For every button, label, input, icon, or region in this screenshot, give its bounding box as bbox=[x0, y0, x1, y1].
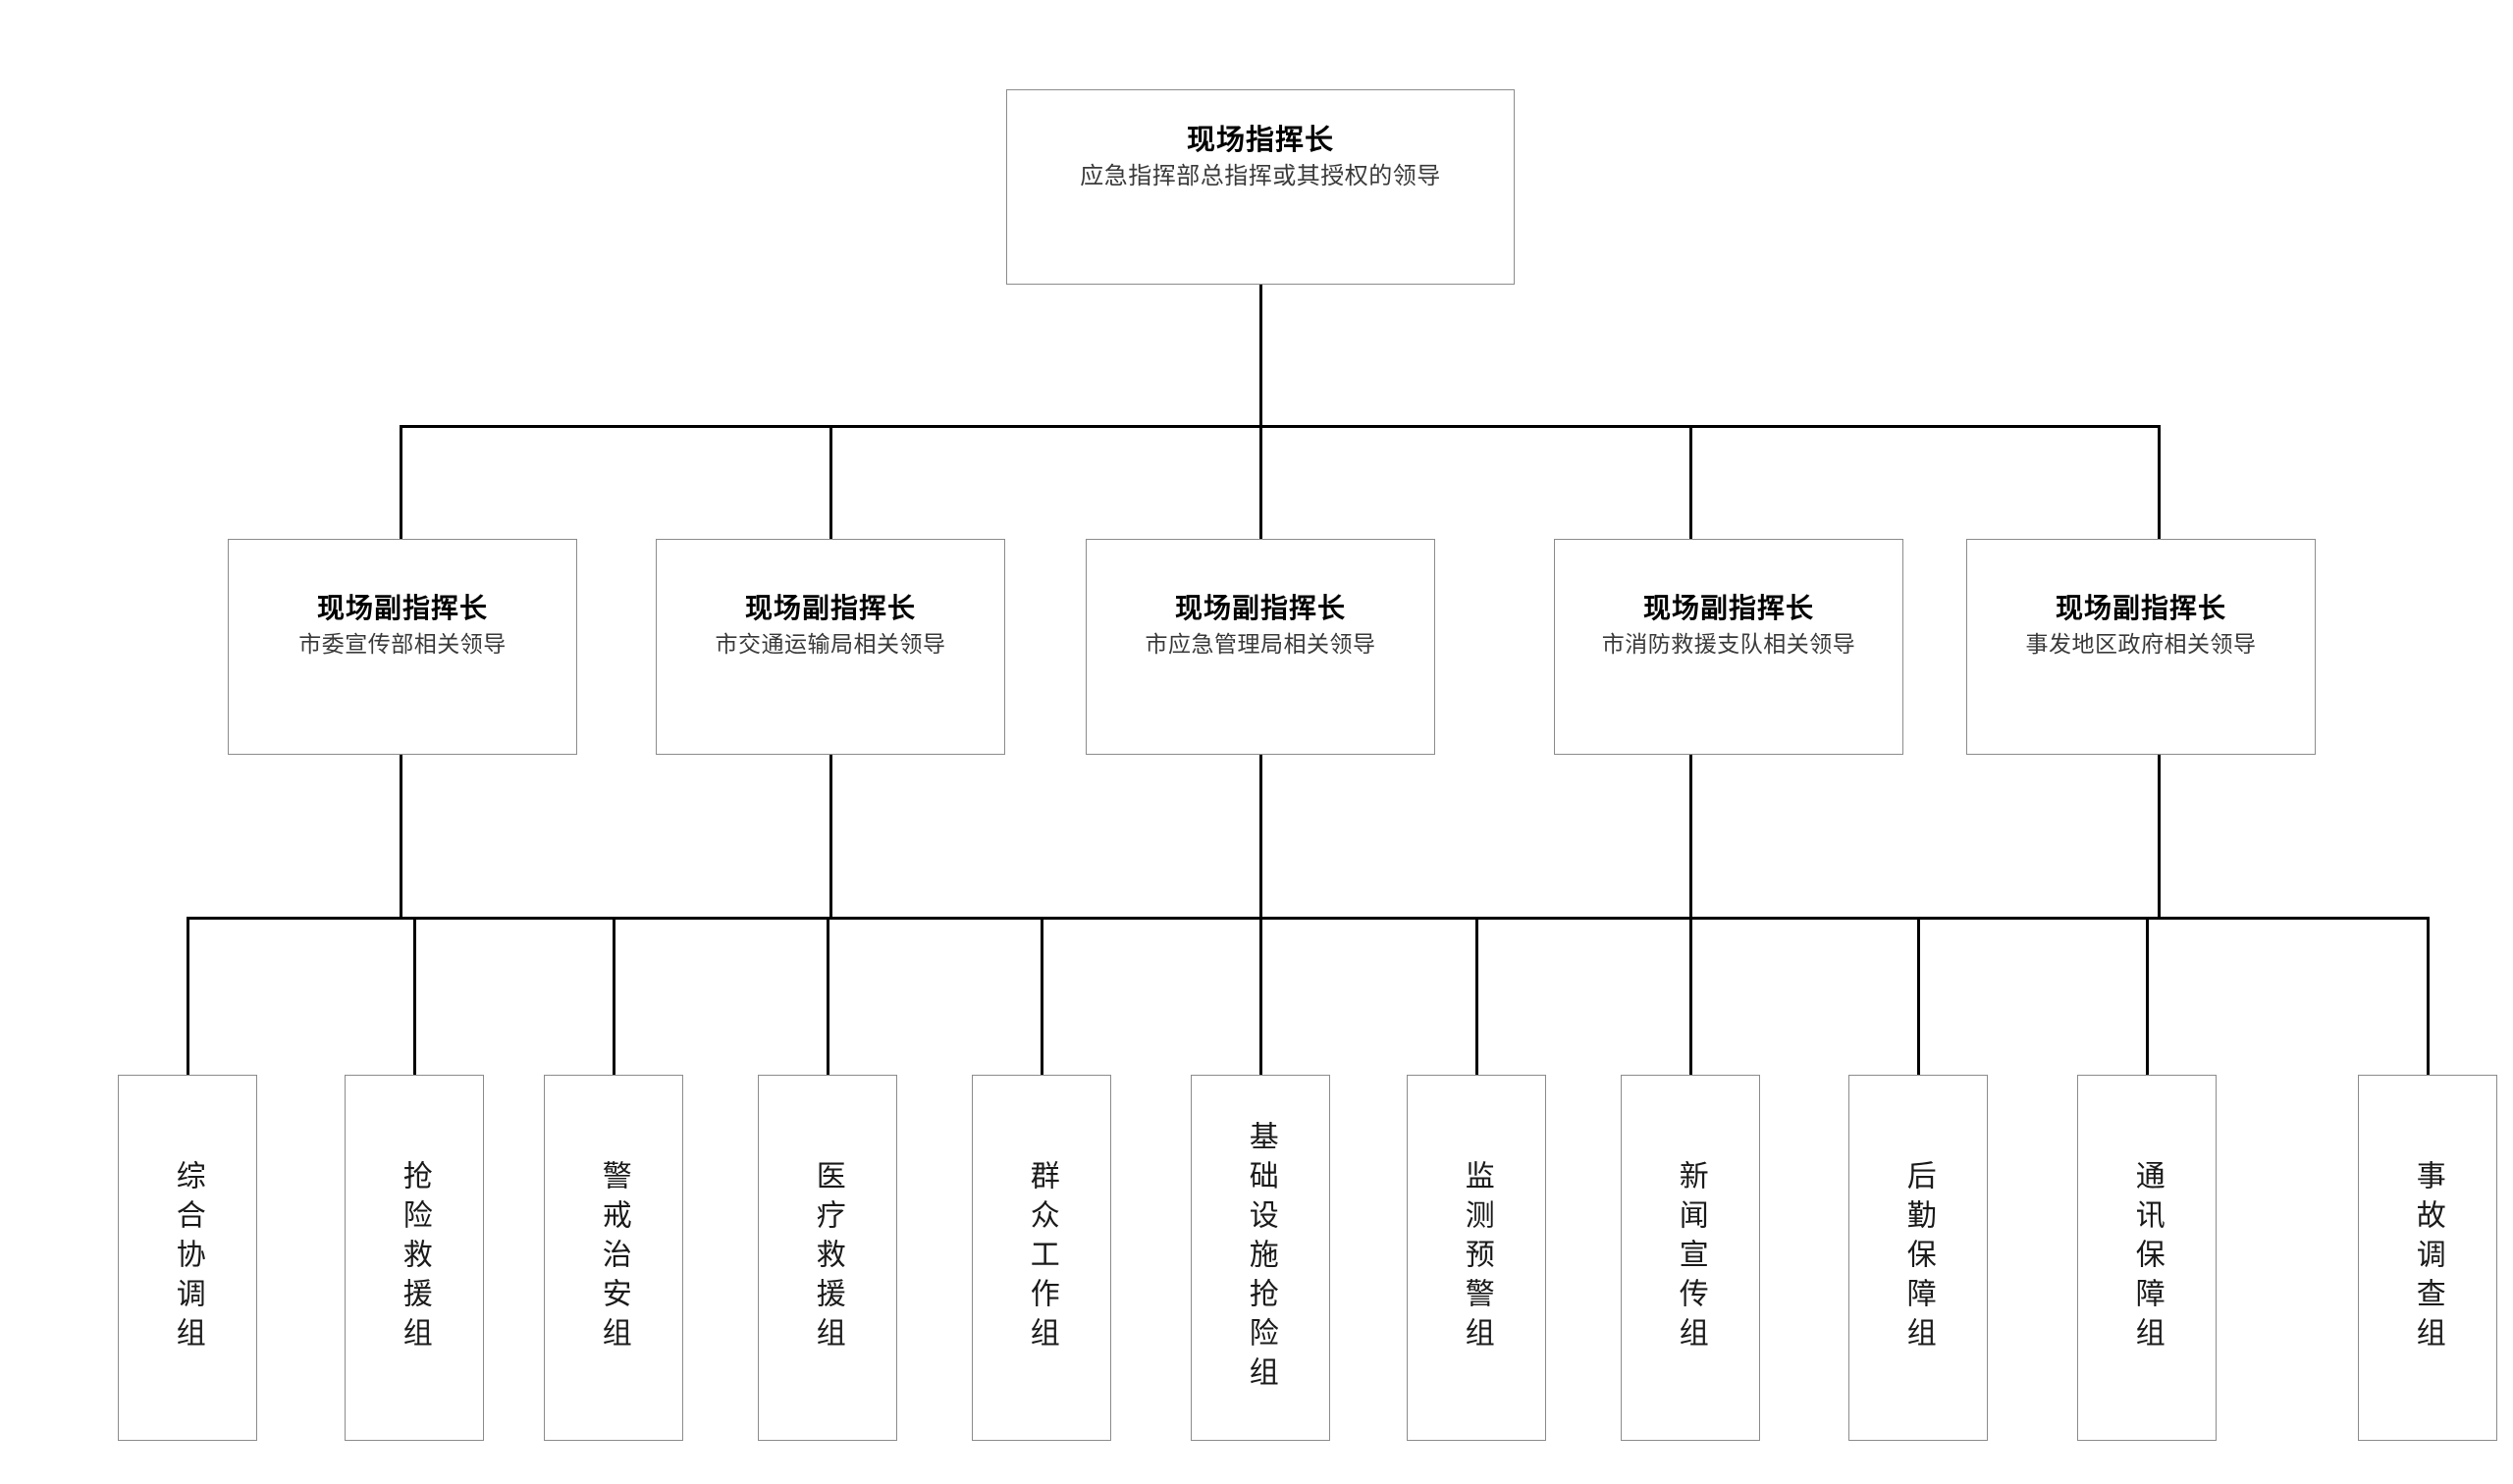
connector-level2-drop-5 bbox=[2158, 425, 2161, 540]
node-text: 现场指挥长 应急指挥部总指挥或其授权的领导 bbox=[1072, 90, 1449, 192]
node-title: 现场副指挥长 bbox=[316, 594, 488, 624]
node-deputy-commander-2[interactable]: 现场副指挥长 市交通运输局相关领导 bbox=[656, 539, 1005, 755]
node-subtitle: 应急指挥部总指挥或其授权的领导 bbox=[1080, 164, 1441, 190]
node-group-3[interactable]: 警戒治安组 bbox=[544, 1075, 683, 1441]
connector-level2-stem-4 bbox=[1689, 755, 1692, 919]
connector-level3-drop-1 bbox=[187, 917, 189, 1076]
node-title: 现场副指挥长 bbox=[1174, 594, 1346, 624]
node-subtitle: 市委宣传部相关领导 bbox=[298, 631, 507, 657]
node-group-2[interactable]: 抢险救援组 bbox=[345, 1075, 484, 1441]
node-label: 后勤保障组 bbox=[1901, 1159, 1935, 1356]
node-deputy-commander-4[interactable]: 现场副指挥长 市消防救援支队相关领导 bbox=[1554, 539, 1903, 755]
connector-level3-drop-5 bbox=[1041, 917, 1043, 1076]
node-title: 现场副指挥长 bbox=[1642, 594, 1814, 624]
node-label: 群众工作组 bbox=[1025, 1159, 1058, 1356]
connector-level3-drop-11 bbox=[2427, 917, 2430, 1076]
node-group-10[interactable]: 通讯保障组 bbox=[2077, 1075, 2217, 1441]
node-group-1[interactable]: 综合协调组 bbox=[118, 1075, 257, 1441]
node-label: 事故调查组 bbox=[2411, 1159, 2444, 1356]
connector-level1-stem bbox=[1259, 285, 1262, 427]
node-text: 现场副指挥长 市委宣传部相关领导 bbox=[291, 540, 514, 659]
node-site-commander[interactable]: 现场指挥长 应急指挥部总指挥或其授权的领导 bbox=[1006, 89, 1515, 285]
node-group-8[interactable]: 新闻宣传组 bbox=[1621, 1075, 1760, 1441]
connector-level2-stem-2 bbox=[829, 755, 832, 919]
connector-level3-drop-8 bbox=[1689, 917, 1692, 1076]
node-title: 现场指挥长 bbox=[1186, 125, 1334, 156]
node-label: 医疗救援组 bbox=[811, 1159, 844, 1356]
node-label: 通讯保障组 bbox=[2130, 1159, 2164, 1356]
node-label: 新闻宣传组 bbox=[1674, 1159, 1707, 1356]
connector-level2-stem-3 bbox=[1259, 755, 1262, 919]
connector-level2-bus bbox=[401, 425, 2160, 428]
node-title: 现场副指挥长 bbox=[744, 594, 916, 624]
node-text: 现场副指挥长 市消防救援支队相关领导 bbox=[1594, 540, 1864, 659]
node-subtitle: 事发地区政府相关领导 bbox=[2025, 631, 2257, 657]
connector-level3-drop-7 bbox=[1475, 917, 1478, 1076]
node-text: 现场副指挥长 市应急管理局相关领导 bbox=[1138, 540, 1384, 659]
node-deputy-commander-5[interactable]: 现场副指挥长 事发地区政府相关领导 bbox=[1966, 539, 2316, 755]
connector-level2-drop-2 bbox=[829, 425, 832, 540]
connector-level2-drop-3 bbox=[1259, 425, 1262, 540]
connector-level2-stem-1 bbox=[400, 755, 402, 919]
connector-level2-stem-5 bbox=[2158, 755, 2161, 919]
connector-level3-drop-2 bbox=[413, 917, 416, 1076]
node-group-4[interactable]: 医疗救援组 bbox=[758, 1075, 897, 1441]
node-group-5[interactable]: 群众工作组 bbox=[972, 1075, 1111, 1441]
node-subtitle: 市交通运输局相关领导 bbox=[715, 631, 946, 657]
node-group-7[interactable]: 监测预警组 bbox=[1407, 1075, 1546, 1441]
node-label: 警戒治安组 bbox=[597, 1159, 630, 1356]
node-group-6[interactable]: 基础设施抢险组 bbox=[1191, 1075, 1330, 1441]
connector-level3-drop-9 bbox=[1917, 917, 1920, 1076]
connector-level3-drop-10 bbox=[2146, 917, 2149, 1076]
node-group-11[interactable]: 事故调查组 bbox=[2358, 1075, 2497, 1441]
node-text: 现场副指挥长 事发地区政府相关领导 bbox=[2018, 540, 2265, 659]
node-label: 抢险救援组 bbox=[398, 1159, 431, 1356]
node-group-9[interactable]: 后勤保障组 bbox=[1848, 1075, 1988, 1441]
node-text: 现场副指挥长 市交通运输局相关领导 bbox=[708, 540, 954, 659]
node-label: 基础设施抢险组 bbox=[1244, 1120, 1277, 1396]
node-label: 综合协调组 bbox=[171, 1159, 204, 1356]
connector-level3-drop-6 bbox=[1259, 917, 1262, 1076]
node-subtitle: 市消防救援支队相关领导 bbox=[1601, 631, 1856, 657]
connector-level3-drop-3 bbox=[613, 917, 615, 1076]
node-title: 现场副指挥长 bbox=[2055, 594, 2226, 624]
node-label: 监测预警组 bbox=[1460, 1159, 1493, 1356]
connector-level2-drop-4 bbox=[1689, 425, 1692, 540]
connector-level2-drop-1 bbox=[400, 425, 402, 540]
connector-level3-drop-4 bbox=[827, 917, 829, 1076]
connector-level3-bus bbox=[187, 917, 2428, 920]
node-subtitle: 市应急管理局相关领导 bbox=[1145, 631, 1376, 657]
node-deputy-commander-1[interactable]: 现场副指挥长 市委宣传部相关领导 bbox=[228, 539, 577, 755]
node-deputy-commander-3[interactable]: 现场副指挥长 市应急管理局相关领导 bbox=[1086, 539, 1435, 755]
